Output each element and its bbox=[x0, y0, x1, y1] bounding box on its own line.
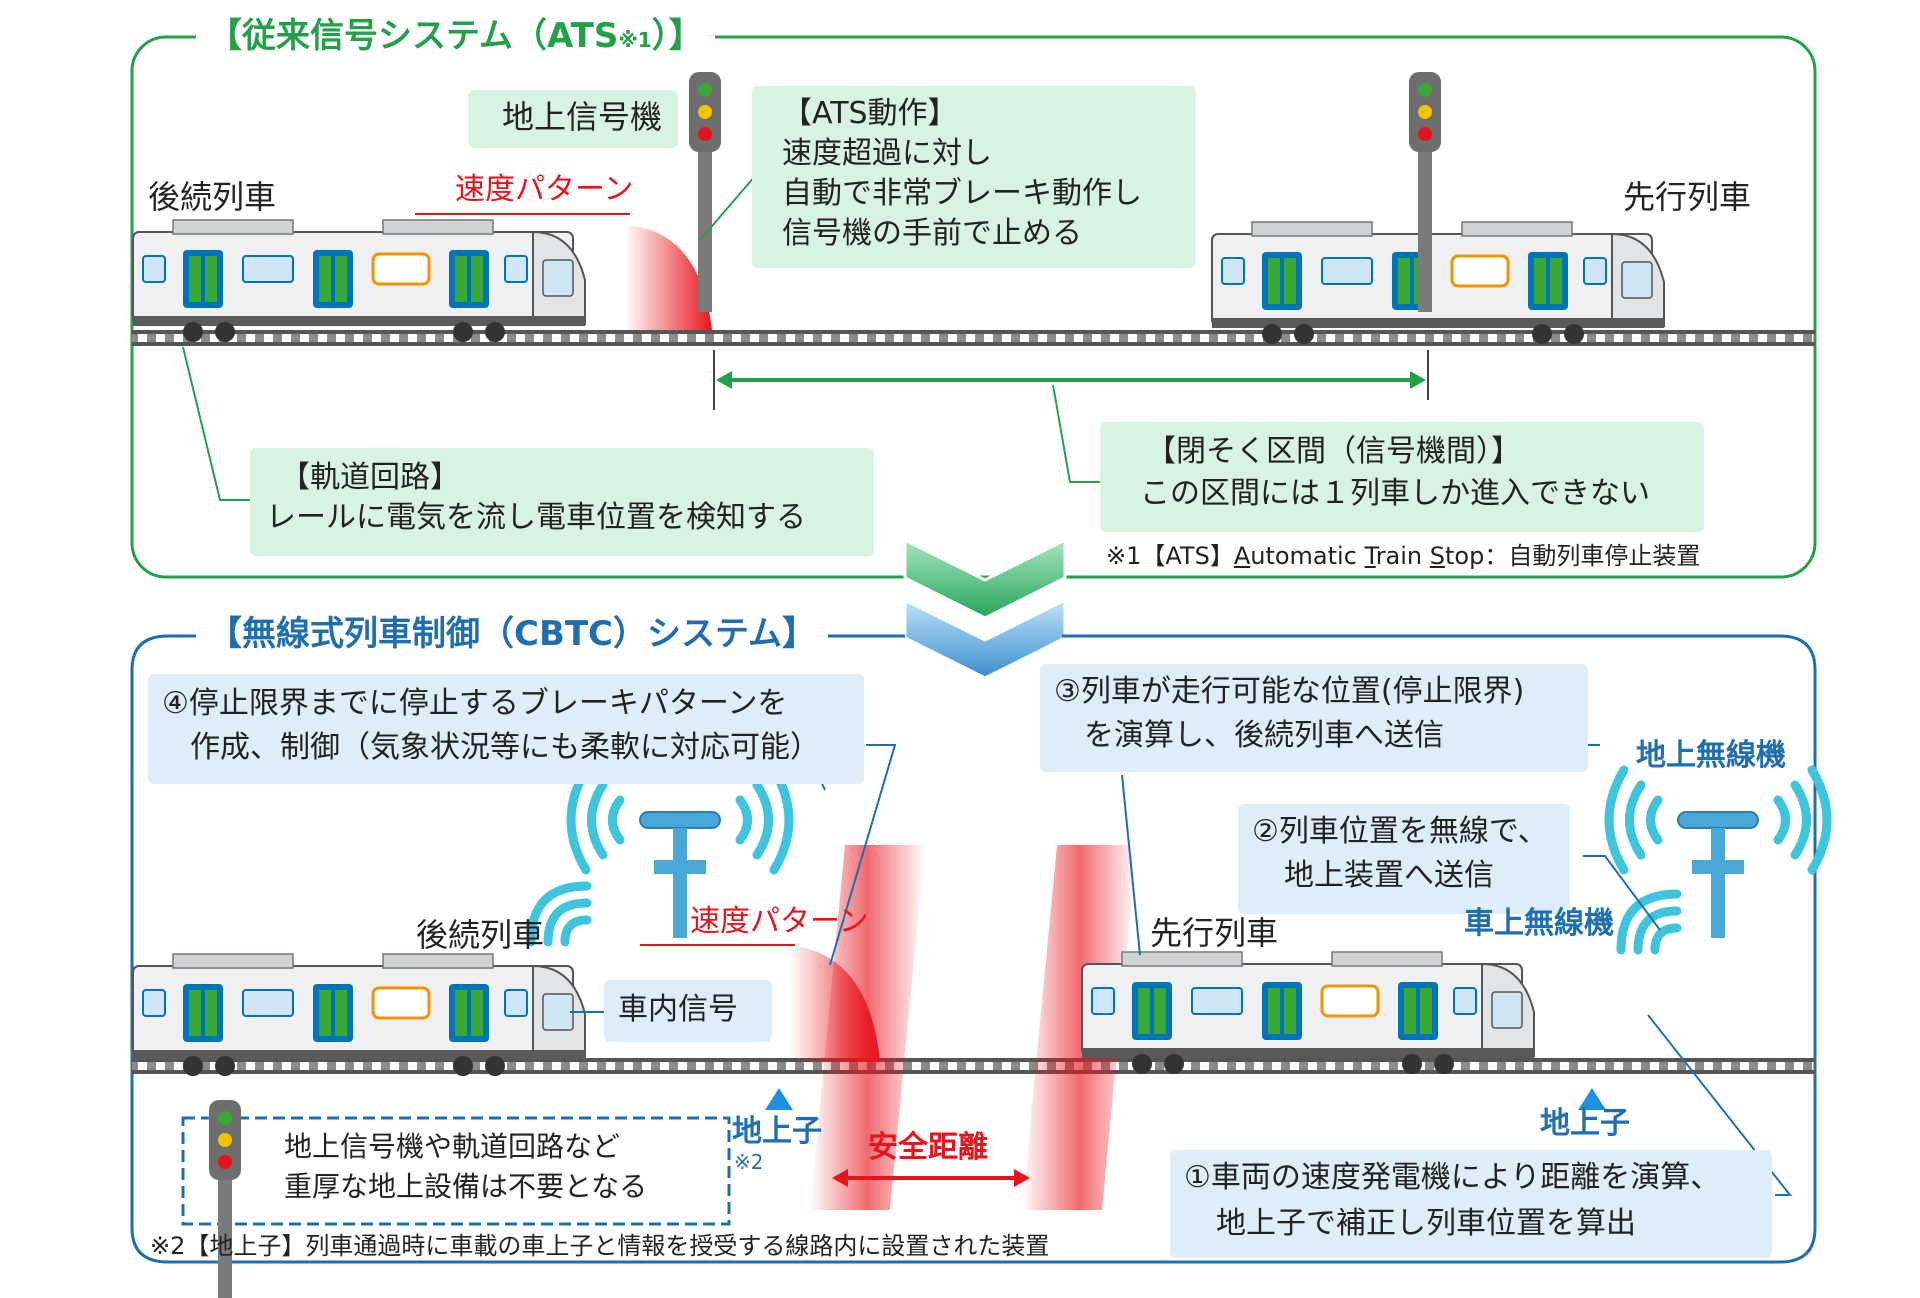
step3-line2: を演算し、後続列車へ送信 bbox=[1084, 718, 1444, 753]
block-section-box: 【閉そく区間（信号機間）】 この区間には１列車しか進入できない bbox=[1100, 422, 1704, 532]
top-title-note: ※1 bbox=[618, 28, 652, 52]
balise-triangle-icon-right bbox=[1578, 1088, 1606, 1110]
step4-line2: 作成、制御（気象状況等にも柔軟に対応可能） bbox=[190, 730, 820, 765]
bottom-section-title: 【無線式列車制御（CBTC）システム】 bbox=[196, 614, 828, 655]
ground-radio-label: 地上無線機 bbox=[1636, 738, 1786, 773]
balise-label-left: 地上子 bbox=[732, 1114, 822, 1149]
onboard-radio-label: 車上無線機 bbox=[1464, 906, 1614, 941]
following-train-top bbox=[131, 218, 587, 344]
top-title-main: 【従来信号システム（ATS bbox=[208, 16, 619, 56]
small-signal-icon bbox=[209, 1100, 241, 1298]
safety-distance-label: 安全距離 bbox=[868, 1130, 988, 1165]
dashed-note-box bbox=[181, 1116, 731, 1226]
cab-signal-box: 車内信号 bbox=[604, 980, 772, 1042]
ats-operation-box: 【ATS動作】 速度超過に対し 自動で非常ブレーキ動作し 信号機の手前で止める bbox=[752, 86, 1196, 268]
cab-signal-label: 車内信号 bbox=[618, 992, 738, 1027]
step2-line2: 地上装置へ送信 bbox=[1284, 858, 1494, 893]
step1-box: ①車両の速度発電機により距離を演算、 地上子で補正し列車位置を算出 bbox=[1170, 1150, 1772, 1258]
dashed-box-line1: 地上信号機や軌道回路など bbox=[284, 1130, 621, 1163]
following-train-label-bottom: 後続列車 bbox=[416, 916, 545, 954]
footnote1-s: S bbox=[1429, 542, 1446, 570]
step3-line1: ③列車が走行可能な位置(停止限界) bbox=[1054, 674, 1525, 709]
track-circuit-box: 【軌道回路】 レールに電気を流し電車位置を検知する bbox=[250, 448, 874, 556]
step1-line2: 地上子で補正し列車位置を算出 bbox=[1216, 1206, 1636, 1241]
following-train-bottom bbox=[131, 952, 587, 1078]
chevron-down-icon-blue bbox=[903, 597, 1067, 680]
track-circuit-line1: 【軌道回路】 bbox=[280, 460, 460, 495]
stop-limit-beam-right bbox=[1022, 845, 1137, 1210]
speed-pattern-label-bottom: 速度パターン bbox=[690, 904, 869, 939]
preceding-train-top bbox=[1210, 220, 1666, 346]
speed-pattern-curve bbox=[625, 225, 712, 330]
step4-line1: ④停止限界までに停止するブレーキパターンを bbox=[162, 686, 788, 721]
balise-footnote: ※2【地上子】列車通過時に車載の車上子と情報を授受する線路内に設置された装置 bbox=[150, 1232, 1050, 1260]
dashed-box-line2: 重厚な地上設備は不要となる bbox=[284, 1170, 648, 1203]
following-train-label-top: 後続列車 bbox=[148, 178, 277, 216]
track-top bbox=[132, 330, 1815, 346]
balise-label-right: 地上子 bbox=[1540, 1106, 1630, 1141]
footnote1-a-rest: utomatic bbox=[1250, 542, 1365, 570]
step4-box: ④停止限界までに停止するブレーキパターンを 作成、制御（気象状況等にも柔軟に対応… bbox=[148, 674, 864, 784]
footnote1-a: A bbox=[1233, 542, 1251, 570]
footnote1-t-rest: rain bbox=[1375, 542, 1430, 570]
chevron-down-icon-green bbox=[903, 537, 1067, 620]
balise-note-left: ※2 bbox=[734, 1150, 764, 1174]
footnote1-prefix: ※1【ATS】 bbox=[1106, 542, 1234, 570]
ats-box-line2: 速度超過に対し bbox=[782, 136, 992, 171]
footnote1-t: T bbox=[1364, 542, 1376, 570]
speed-pattern-curve-bottom bbox=[790, 945, 880, 1062]
step2-line1: ②列車位置を無線で、 bbox=[1252, 814, 1548, 849]
top-section-title: 【従来信号システム（ATS※1）】 bbox=[196, 16, 715, 57]
step1-line1: ①車両の速度発電機により距離を演算、 bbox=[1184, 1160, 1721, 1195]
preceding-train-bottom bbox=[1080, 950, 1536, 1076]
onboard-radio-wave-icon-1 bbox=[526, 881, 592, 947]
block-box-line2: この区間には１列車しか進入できない bbox=[1140, 476, 1650, 511]
footnote1-s-rest: top：自動列車停止装置 bbox=[1445, 542, 1701, 570]
ats-box-line3: 自動で非常ブレーキ動作し bbox=[782, 176, 1142, 211]
onboard-radio-wave-icon-2 bbox=[1616, 889, 1682, 955]
ats-footnote: ※1【ATS】Automatic Train Stop：自動列車停止装置 bbox=[1106, 542, 1700, 571]
preceding-train-label-top: 先行列車 bbox=[1623, 178, 1752, 216]
ats-box-line4: 信号機の手前で止める bbox=[782, 216, 1082, 251]
ground-signal-label-box: 地上信号機 bbox=[468, 90, 678, 148]
block-box-line1: 【閉そく区間（信号機間）】 bbox=[1146, 434, 1521, 469]
radio-antenna-icon-2 bbox=[1677, 811, 1759, 939]
step2-box: ②列車位置を無線で、 地上装置へ送信 bbox=[1238, 804, 1570, 914]
top-title-end: ）】 bbox=[651, 16, 703, 56]
speed-pattern-label-top: 速度パターン bbox=[455, 172, 634, 207]
track-bottom bbox=[132, 1058, 1815, 1074]
preceding-train-label-bottom: 先行列車 bbox=[1150, 914, 1279, 952]
bottom-section-frame bbox=[130, 634, 1817, 1264]
balise-triangle-icon-left bbox=[765, 1088, 793, 1110]
track-circuit-line2: レールに電気を流し電車位置を検知する bbox=[266, 500, 806, 535]
step3-box: ③列車が走行可能な位置(停止限界) を演算し、後続列車へ送信 bbox=[1040, 664, 1588, 772]
ats-box-line1: 【ATS動作】 bbox=[782, 96, 958, 131]
radio-wave-icon-2 bbox=[1604, 765, 1832, 875]
ground-signal-label: 地上信号機 bbox=[502, 98, 663, 136]
